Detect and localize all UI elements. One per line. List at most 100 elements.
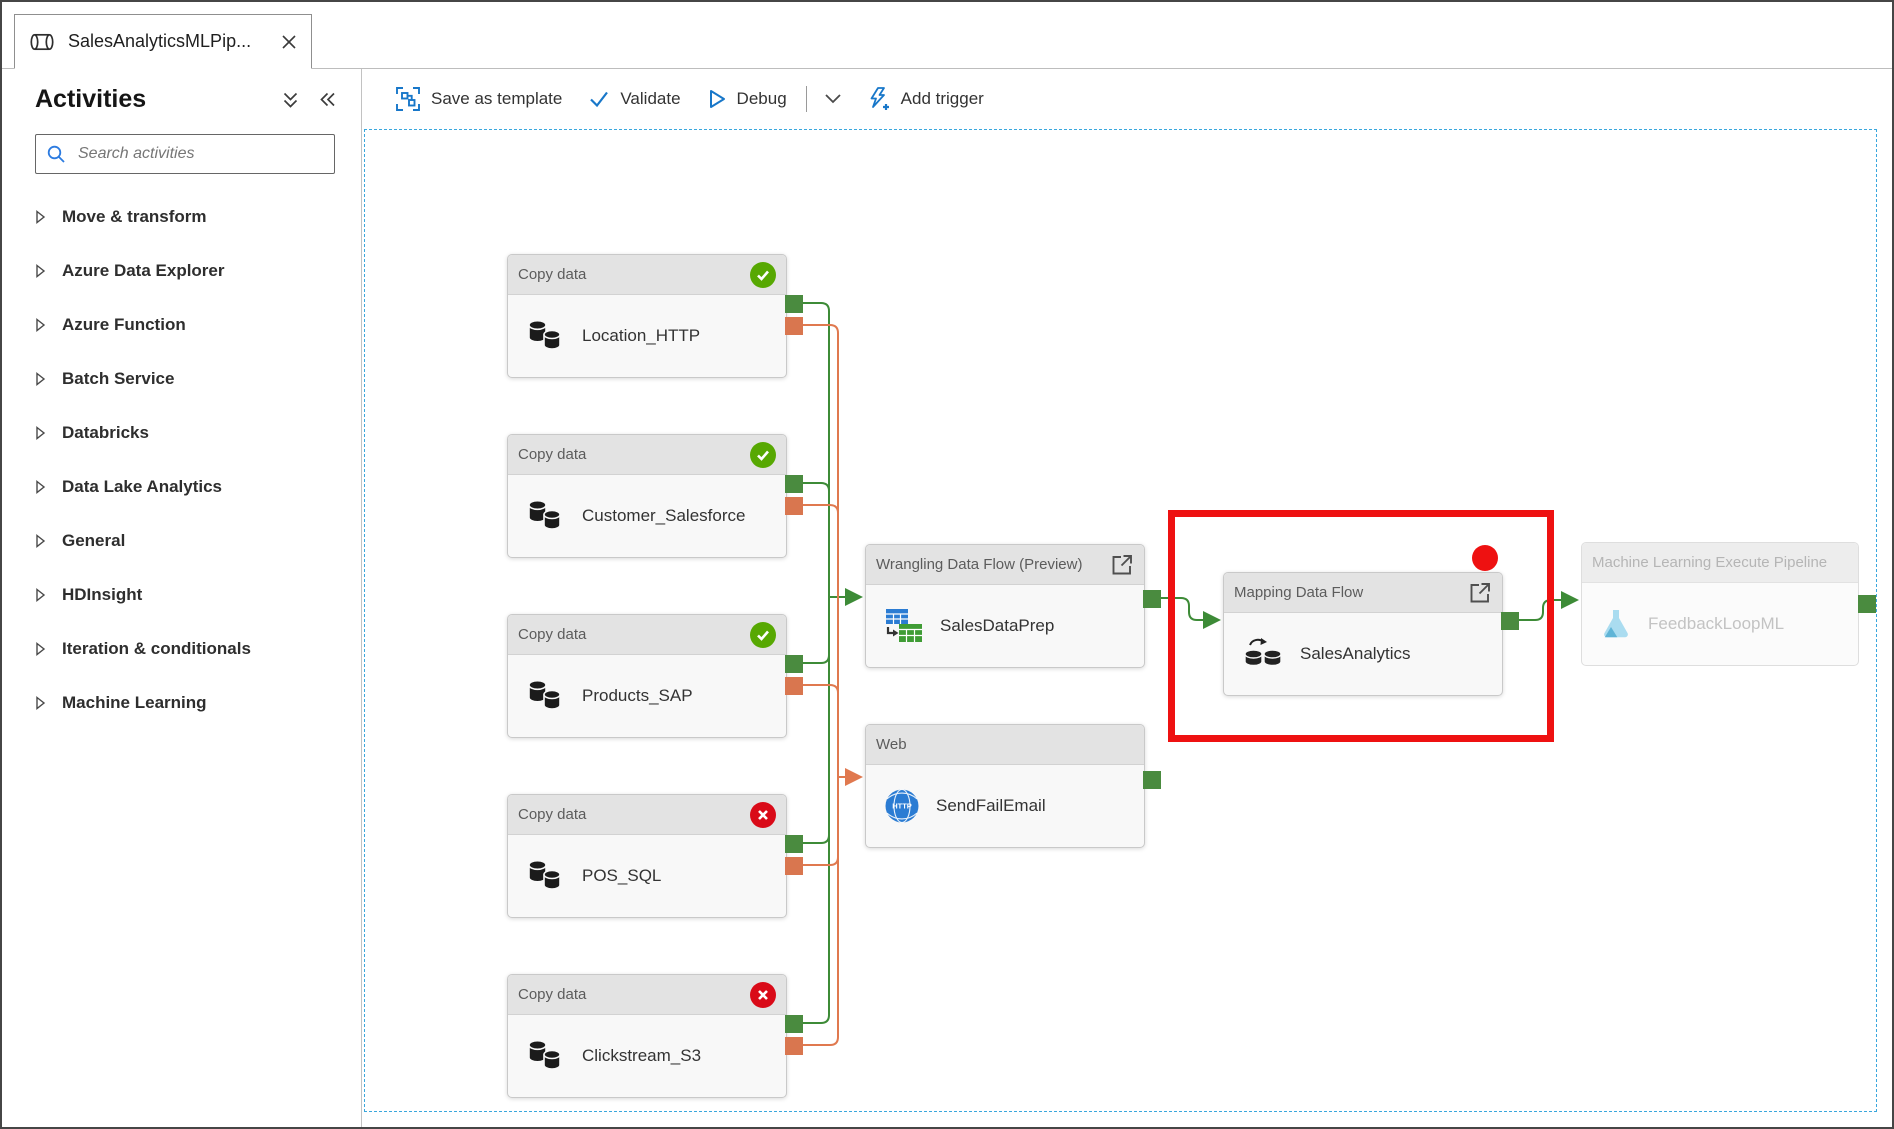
editor-pane: Save as template Validate bbox=[362, 69, 1892, 1127]
debug-button[interactable]: Debug bbox=[694, 79, 800, 119]
activity-node-salesanalytics[interactable]: Mapping Data Flow bbox=[1223, 572, 1519, 696]
activity-node-sendfailemail[interactable]: Web bbox=[865, 724, 1161, 848]
chevron-right-icon bbox=[35, 426, 46, 440]
node-body: SalesAnalytics bbox=[1224, 613, 1502, 695]
mapping-data-flow-icon bbox=[1242, 637, 1284, 671]
node-header: Copy data bbox=[508, 975, 786, 1015]
success-output-port[interactable] bbox=[785, 1015, 803, 1033]
svg-text:HTTP: HTTP bbox=[892, 802, 912, 811]
activity-node-products-sap[interactable]: Copy data bbox=[507, 614, 803, 738]
chevron-right-icon bbox=[35, 588, 46, 602]
node-body: Clickstream_S3 bbox=[508, 1015, 786, 1097]
search-icon bbox=[46, 144, 66, 164]
play-icon bbox=[707, 88, 727, 110]
failure-wires bbox=[803, 324, 845, 1046]
success-output-port[interactable] bbox=[785, 475, 803, 493]
success-badge-icon bbox=[750, 621, 776, 648]
collapse-panel-icon[interactable] bbox=[318, 90, 337, 109]
failure-output-port[interactable] bbox=[785, 497, 803, 515]
chevron-right-icon bbox=[35, 696, 46, 710]
pipeline-tab[interactable]: SalesAnalyticsMLPip... bbox=[14, 14, 312, 69]
chevron-right-icon bbox=[35, 210, 46, 224]
node-header: Copy data bbox=[508, 615, 786, 655]
connector-wires bbox=[803, 302, 1579, 1046]
success-output-port[interactable] bbox=[785, 835, 803, 853]
chevron-right-icon bbox=[35, 264, 46, 278]
sidebar-item-azure-data-explorer[interactable]: Azure Data Explorer bbox=[35, 244, 337, 298]
activity-node-location-http[interactable]: Copy data bbox=[507, 254, 803, 378]
activity-node-salesdataprep[interactable]: Wrangling Data Flow (Preview) bbox=[865, 544, 1161, 668]
add-trigger-button[interactable]: Add trigger bbox=[853, 79, 997, 119]
open-in-new-icon[interactable] bbox=[1468, 581, 1492, 605]
success-output-port[interactable] bbox=[785, 655, 803, 673]
failure-output-port[interactable] bbox=[785, 857, 803, 875]
open-in-new-icon[interactable] bbox=[1110, 553, 1134, 577]
sidebar-item-move-transform[interactable]: Move & transform bbox=[35, 190, 337, 244]
search-activities-input[interactable] bbox=[76, 144, 324, 164]
close-tab-icon[interactable] bbox=[281, 34, 297, 50]
chevron-right-icon bbox=[35, 534, 46, 548]
machine-learning-flask-icon bbox=[1600, 607, 1632, 641]
copy-data-icon bbox=[526, 678, 566, 714]
tab-title: SalesAnalyticsMLPip... bbox=[68, 31, 252, 51]
copy-data-icon bbox=[526, 858, 566, 894]
chevron-right-icon bbox=[35, 318, 46, 332]
failure-output-port[interactable] bbox=[785, 1037, 803, 1055]
sidebar-item-data-lake-analytics[interactable]: Data Lake Analytics bbox=[35, 460, 337, 514]
activity-node-pos-sql[interactable]: Copy data bbox=[507, 794, 803, 918]
activity-node-feedbackloopml[interactable]: Machine Learning Execute Pipeline Feedba… bbox=[1581, 542, 1876, 666]
pipeline-canvas[interactable]: Copy data bbox=[364, 129, 1877, 1112]
success-badge-icon bbox=[750, 261, 776, 288]
failed-badge-icon bbox=[750, 801, 776, 828]
chevron-right-icon bbox=[35, 642, 46, 656]
success-output-port[interactable] bbox=[1143, 590, 1161, 608]
sidebar-item-machine-learning[interactable]: Machine Learning bbox=[35, 676, 337, 730]
sidebar-item-general[interactable]: General bbox=[35, 514, 337, 568]
node-body: Location_HTTP bbox=[508, 295, 786, 377]
collapse-all-icon[interactable] bbox=[281, 90, 300, 109]
failed-badge-icon bbox=[750, 981, 776, 1008]
sidebar-item-azure-function[interactable]: Azure Function bbox=[35, 298, 337, 352]
main-area: Activities bbox=[2, 69, 1892, 1127]
success-output-port[interactable] bbox=[785, 295, 803, 313]
lightning-plus-icon bbox=[866, 86, 891, 112]
node-body: Products_SAP bbox=[508, 655, 786, 737]
success-arrowheads bbox=[845, 588, 1579, 629]
web-http-icon: HTTP bbox=[884, 788, 920, 824]
sidebar-item-iteration-conditionals[interactable]: Iteration & conditionals bbox=[35, 622, 337, 676]
sidebar-item-hdinsight[interactable]: HDInsight bbox=[35, 568, 337, 622]
sidebar-item-batch-service[interactable]: Batch Service bbox=[35, 352, 337, 406]
success-output-port[interactable] bbox=[1143, 771, 1161, 789]
node-body: FeedbackLoopML bbox=[1582, 583, 1858, 665]
node-header: Copy data bbox=[508, 435, 786, 475]
node-body: HTTP SendFailEmail bbox=[866, 765, 1144, 847]
activity-categories: Move & transform Azure Data Explorer Azu… bbox=[35, 190, 337, 730]
sidebar-item-databricks[interactable]: Databricks bbox=[35, 406, 337, 460]
activity-node-customer-salesforce[interactable]: Copy data bbox=[507, 434, 803, 558]
template-icon bbox=[395, 86, 421, 112]
pipeline-icon bbox=[29, 32, 55, 52]
activities-panel: Activities bbox=[2, 69, 362, 1127]
activities-title: Activities bbox=[35, 85, 147, 113]
save-as-template-button[interactable]: Save as template bbox=[382, 79, 575, 119]
success-badge-icon bbox=[750, 441, 776, 468]
node-header: Machine Learning Execute Pipeline bbox=[1582, 543, 1858, 583]
success-output-port[interactable] bbox=[1501, 612, 1519, 630]
validate-button[interactable]: Validate bbox=[575, 79, 693, 119]
node-header: Mapping Data Flow bbox=[1224, 573, 1502, 613]
copy-data-icon bbox=[526, 318, 566, 354]
failure-output-port[interactable] bbox=[785, 677, 803, 695]
pipeline-toolbar: Save as template Validate bbox=[362, 69, 1892, 129]
activity-node-clickstream-s3[interactable]: Copy data bbox=[507, 974, 803, 1098]
search-activities-box bbox=[35, 134, 335, 174]
node-body: SalesDataPrep bbox=[866, 585, 1144, 667]
copy-data-icon bbox=[526, 1038, 566, 1074]
node-header: Wrangling Data Flow (Preview) bbox=[866, 545, 1144, 585]
node-body: Customer_Salesforce bbox=[508, 475, 786, 557]
failure-output-port[interactable] bbox=[785, 317, 803, 335]
debug-dropdown-chevron-icon[interactable] bbox=[813, 92, 853, 106]
success-output-port[interactable] bbox=[1858, 595, 1876, 613]
chevron-right-icon bbox=[35, 480, 46, 494]
red-dot-marker bbox=[1472, 545, 1498, 571]
